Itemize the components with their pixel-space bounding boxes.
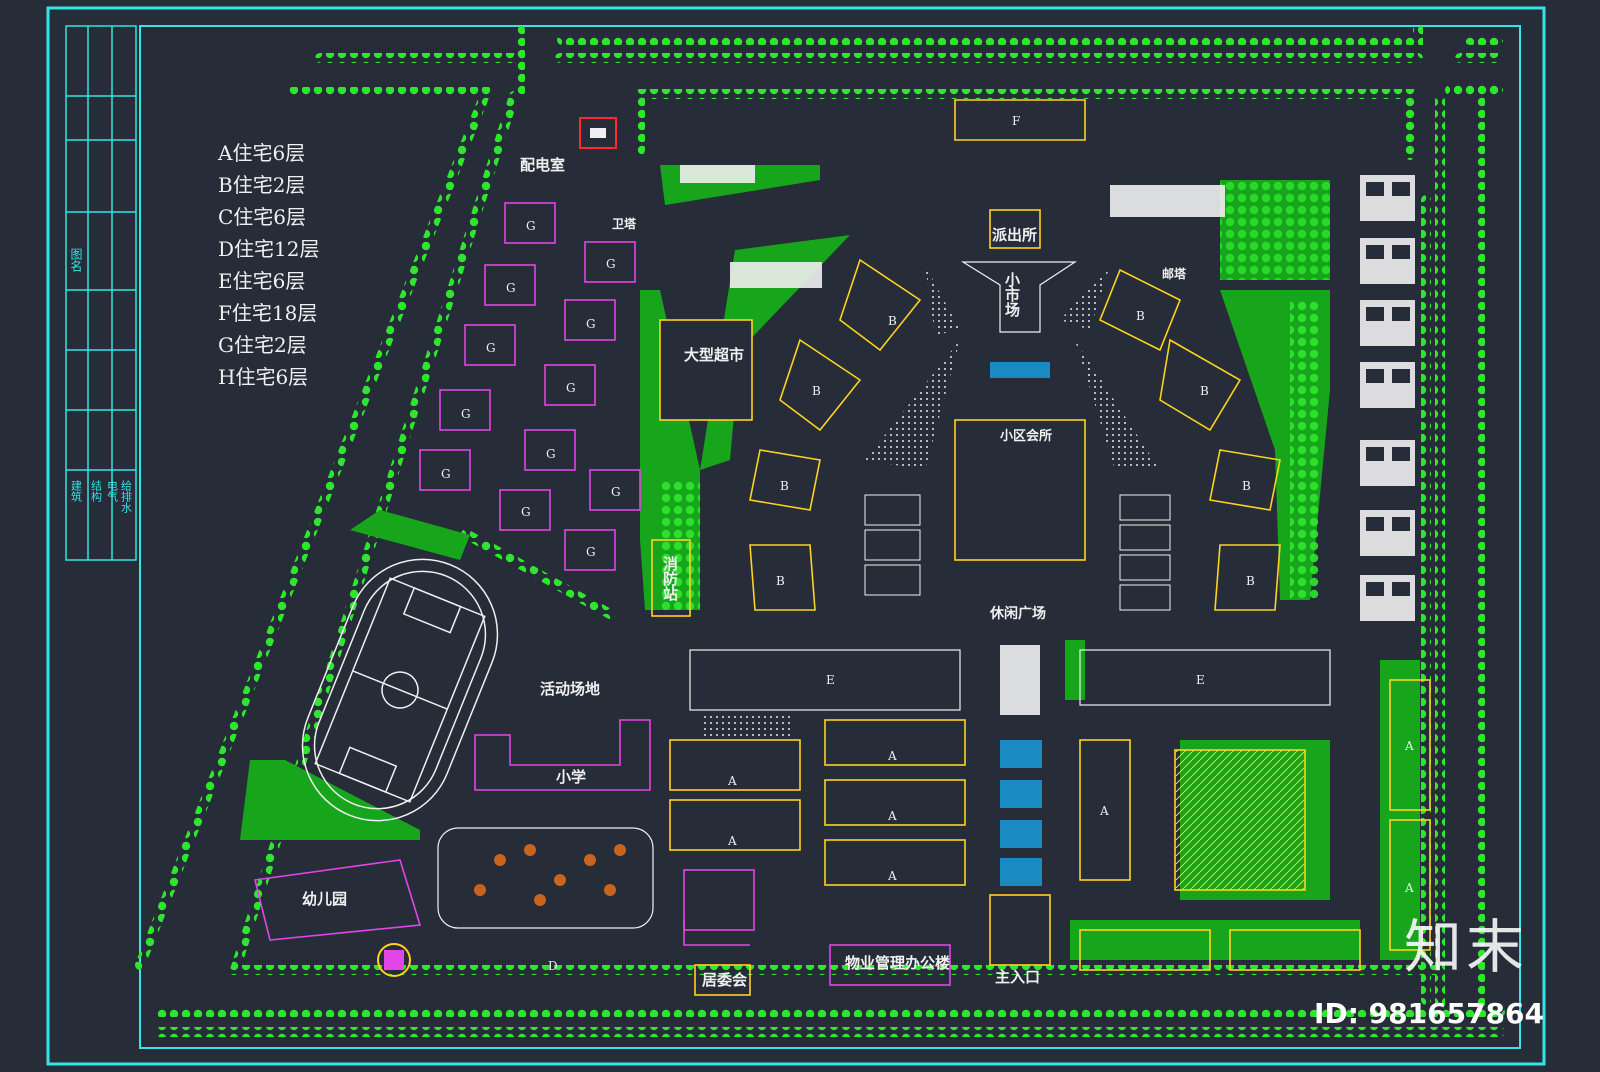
red-marker — [579, 117, 617, 149]
building-code: B — [1136, 309, 1145, 323]
building-code: B — [1200, 384, 1209, 398]
legend-item: A住宅6层 — [217, 141, 305, 165]
title-block-row: 建筑 — [70, 479, 83, 502]
building-code: E — [1196, 673, 1205, 687]
label-main-entrance: 主入口 — [995, 968, 1040, 986]
magenta-buildings — [254, 202, 951, 986]
paving-areas — [700, 265, 1160, 737]
garden-trees — [474, 844, 626, 906]
building-code: G — [611, 485, 621, 499]
legend-item: C住宅6层 — [218, 205, 306, 229]
building-code: G — [586, 317, 596, 331]
building-code: B — [776, 574, 785, 588]
running-track — [301, 558, 499, 822]
building-code: A — [727, 774, 737, 788]
label-property-office: 物业管理办公楼 — [845, 954, 950, 972]
label-neighborhood-committee: 居委会 — [702, 971, 747, 989]
label-tower-left: 卫塔 — [612, 216, 637, 231]
legend-item: E住宅6层 — [218, 269, 305, 293]
title-block-row: 给排水 — [120, 480, 133, 513]
water-features — [990, 362, 1050, 886]
building-code: A — [1404, 881, 1414, 895]
label-fire-station: 消防站 — [661, 555, 679, 602]
building-code: B — [1242, 479, 1251, 493]
label-tower-right: 邮塔 — [1162, 266, 1187, 281]
row-block-voids — [1366, 182, 1410, 596]
building-code: G — [526, 219, 536, 233]
building-code: B — [1246, 574, 1255, 588]
building-code: A — [1404, 739, 1414, 753]
building-code: G — [506, 281, 516, 295]
label-police: 派出所 — [992, 226, 1037, 244]
outer-frame — [46, 6, 1546, 1066]
building-code: G — [521, 505, 531, 519]
building-code: A — [887, 809, 897, 823]
road-outlines — [689, 261, 1331, 711]
legend-item: H住宅6层 — [218, 365, 308, 389]
title-block-row: 结构 — [90, 480, 103, 503]
building-code: G — [441, 467, 451, 481]
building-code: G — [586, 545, 596, 559]
building-code: G — [486, 341, 496, 355]
building-code: E — [826, 673, 835, 687]
label-primary-school: 小学 — [556, 768, 586, 786]
watermark-id: ID: 981657864 — [1314, 997, 1544, 1030]
building-codes: A A A A A A A A B B B B B B B B D E E F … — [441, 114, 1414, 973]
title-block-top-cell: 图名 — [69, 248, 83, 272]
title-block — [65, 25, 137, 561]
legend: A住宅6层 B住宅2层 C住宅6层 D住宅12层 E住宅6层 F住宅18层 G住… — [217, 141, 319, 389]
building-code: G — [461, 407, 471, 421]
building-code: G — [566, 381, 576, 395]
place-labels: 配电室 派出所 小市场 大型超市 小区会所 休闲广场 消防站 活动场地 小学 幼… — [302, 156, 1187, 989]
legend-item: B住宅2层 — [218, 173, 305, 197]
legend-item: G住宅2层 — [218, 333, 307, 357]
boundary-tree-rows — [135, 23, 1505, 1037]
inner-frame — [139, 25, 1521, 1049]
garden — [437, 827, 654, 929]
building-code: A — [1099, 804, 1109, 818]
label-kindergarten: 幼儿园 — [302, 890, 347, 908]
label-small-market: 小市场 — [1003, 272, 1021, 318]
building-code: A — [887, 749, 897, 763]
label-leisure-plaza: 休闲广场 — [989, 605, 1046, 622]
building-code: D — [548, 959, 558, 973]
label-power-room: 配电室 — [520, 156, 565, 174]
building-code: G — [546, 447, 556, 461]
label-activity-field: 活动场地 — [540, 680, 600, 698]
building-code: B — [812, 384, 821, 398]
legend-item: D住宅12层 — [218, 237, 319, 261]
watermark-logo: 知末 — [1403, 913, 1528, 981]
legend-item: F住宅18层 — [218, 301, 317, 325]
title-block-row: 电气 — [106, 480, 119, 502]
sports-courts — [864, 494, 1171, 611]
building-code: A — [887, 869, 897, 883]
kindergarten-emblem — [377, 943, 411, 977]
label-clubhouse: 小区会所 — [1000, 428, 1052, 444]
building-code: A — [727, 834, 737, 848]
building-code: B — [888, 314, 897, 328]
building-code: G — [606, 257, 616, 271]
building-code: F — [1012, 114, 1020, 128]
yellow-buildings — [651, 99, 1431, 996]
building-code: B — [780, 479, 789, 493]
label-supermarket: 大型超市 — [684, 346, 744, 364]
